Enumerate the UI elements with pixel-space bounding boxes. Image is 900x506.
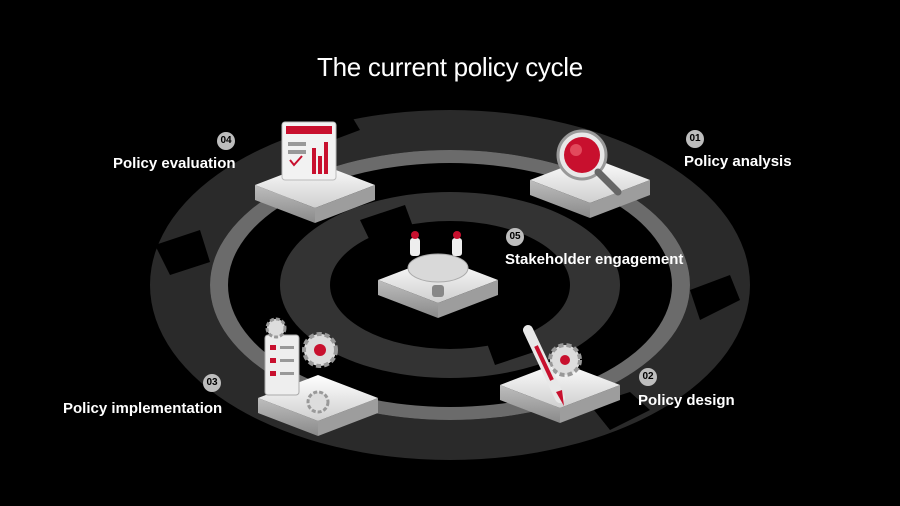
- stage-label-policy-analysis: Policy analysis: [684, 153, 792, 170]
- platform-policy-evaluation: [255, 121, 375, 223]
- stage-label-stakeholder-engagement: Stakeholder engagement: [505, 251, 684, 268]
- stage-number-badge: 01: [686, 130, 704, 148]
- platform-policy-implementation: [258, 317, 378, 436]
- stage-label-policy-design: Policy design: [638, 392, 735, 409]
- platform-policy-design: [500, 325, 620, 423]
- stage-label-policy-implementation: Policy implementation: [63, 400, 223, 417]
- stage-number-badge: 04: [217, 132, 235, 150]
- stage-number-badge: 02: [639, 368, 657, 386]
- page-title: The current policy cycle: [317, 52, 583, 82]
- stage-number-badge: 03: [203, 374, 221, 392]
- platform-stakeholder-engagement: [378, 231, 498, 318]
- stage-label-policy-evaluation: Policy evaluation: [113, 155, 236, 172]
- stage-number-badge: 05: [506, 228, 524, 246]
- platform-policy-analysis: [530, 129, 650, 218]
